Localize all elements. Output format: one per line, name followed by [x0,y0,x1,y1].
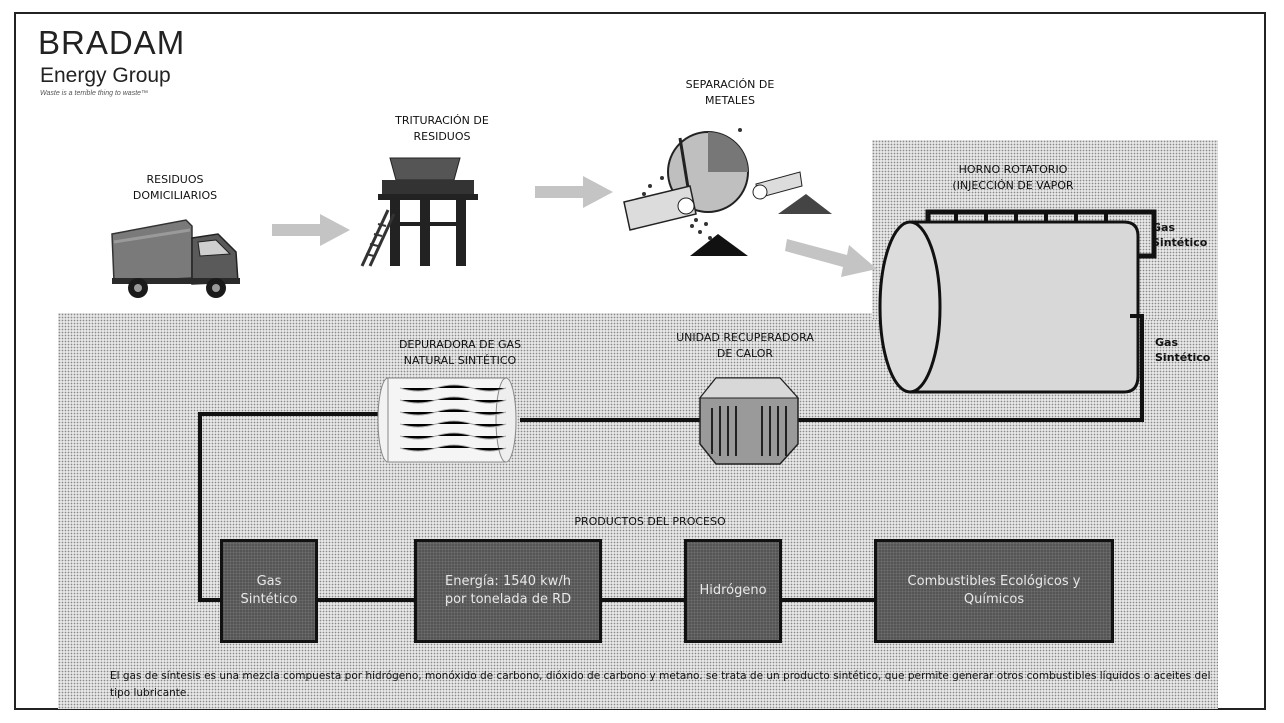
product-hidrogeno: Hidrógeno [684,539,782,643]
label-horno: HORNO ROTATORIO (INJECCIÓN DE VAPOR [952,163,1074,192]
arrow-down-right-icon [785,239,877,277]
heat-recovery-unit-icon [698,377,800,465]
garbage-truck-icon [111,219,240,298]
label-residuos: RESIDUOS DOMICILIARIOS [132,173,218,202]
gas-label-top: Gas Sintético [1152,221,1208,249]
label-trituracion: TRITURACIÓN DE RESIDUOS [395,114,489,143]
logo-tagline: Waste is a terrible thing to waste™ [40,90,149,97]
product-combustibles: Combustibles Ecológicos y Químicos [874,539,1114,643]
logo-title: BRADAM [38,24,186,61]
gas-label-side: Gas Sintético [1155,336,1211,364]
arrow-right-icon [272,214,350,246]
label-separacion: SEPARACIÓN DE METALES [685,78,775,107]
rotary-furnace-icon [878,209,1157,394]
gas-purifier-icon [377,377,517,463]
product-gas-sintetico: Gas Sintético [220,539,318,643]
products-title: PRODUCTOS DEL PROCESO [574,515,726,528]
shredder-machine-icon [360,157,478,267]
label-unidad: UNIDAD RECUPERADORA DE CALOR [676,331,814,360]
arrow-right-icon [535,176,613,208]
footer-description: El gas de síntesis es una mezcla compues… [110,670,1211,699]
label-depuradora: DEPURADORA DE GAS NATURAL SINTÉTICO [398,338,522,367]
product-energia: Energía: 1540 kw/h por tonelada de RD [414,539,602,643]
logo-subtitle: Energy Group [40,64,171,87]
metal-separator-icon [623,128,832,256]
